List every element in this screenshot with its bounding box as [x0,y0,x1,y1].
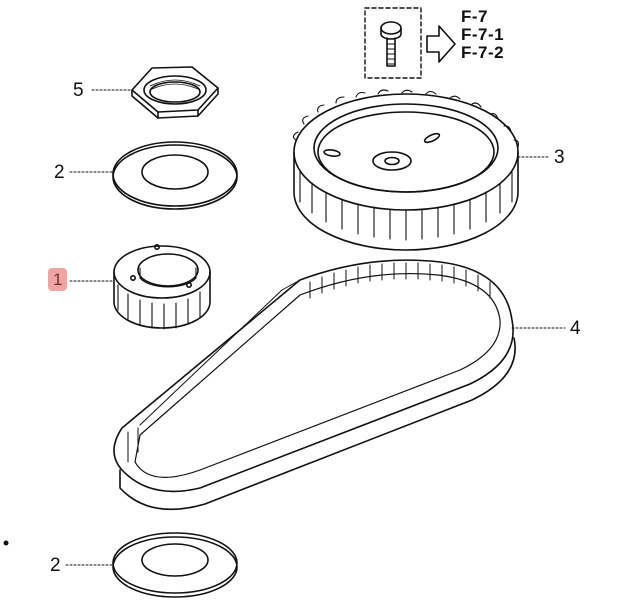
reference-f7[interactable]: F-7 [461,7,488,26]
washer-upper-part [112,141,238,210]
label-part-1-highlighted[interactable]: 1 [48,268,68,291]
timing-belt-part [113,259,516,511]
reference-f7-2[interactable]: F-7-2 [461,43,505,62]
label-part-2-lower[interactable]: 2 [50,555,61,576]
label-part-5[interactable]: 5 [73,80,84,101]
bolt-icon [364,7,422,79]
label-part-3[interactable]: 3 [554,147,565,168]
large-pulley-part [292,89,520,251]
label-part-4[interactable]: 4 [570,318,581,339]
hex-nut-part [131,66,219,119]
reference-f7-1[interactable]: F-7-1 [461,25,505,44]
arrow-icon [426,25,456,63]
small-pulley-part [113,244,211,330]
washer-lower-part [112,532,238,598]
dot-marker [3,540,9,546]
label-part-2-upper[interactable]: 2 [54,162,65,183]
